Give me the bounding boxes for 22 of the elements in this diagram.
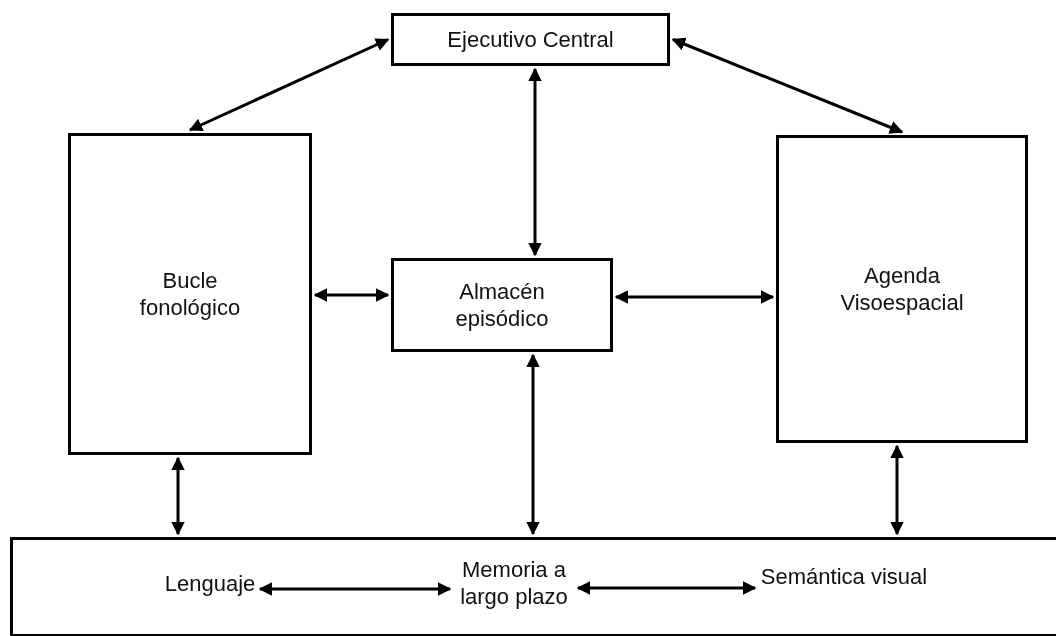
- box-label: Agenda Visoespacial: [839, 261, 965, 317]
- box-label: Bucle fonológico: [138, 266, 242, 322]
- double-arrow: [313, 288, 390, 302]
- memory-panel: [10, 537, 1056, 636]
- process-box: [68, 133, 312, 455]
- double-arrow: [528, 67, 542, 257]
- process-box: [776, 135, 1028, 443]
- double-arrow: [526, 353, 540, 536]
- double-arrow: [171, 456, 185, 536]
- double-arrow: [671, 37, 904, 134]
- process-box: [391, 258, 613, 352]
- box-label: Almacén episódico: [454, 277, 550, 333]
- double-arrow: [576, 581, 757, 595]
- node-label: Lenguaje: [163, 567, 257, 601]
- box-label: Ejecutivo Central: [447, 25, 614, 54]
- node-label: Semántica visual: [758, 560, 930, 594]
- double-arrow: [188, 38, 390, 132]
- node-label: Memoria a largo plazo: [453, 550, 575, 616]
- process-box: [391, 13, 670, 66]
- double-arrow: [614, 290, 775, 304]
- double-arrow: [258, 582, 452, 596]
- double-arrow: [890, 444, 904, 536]
